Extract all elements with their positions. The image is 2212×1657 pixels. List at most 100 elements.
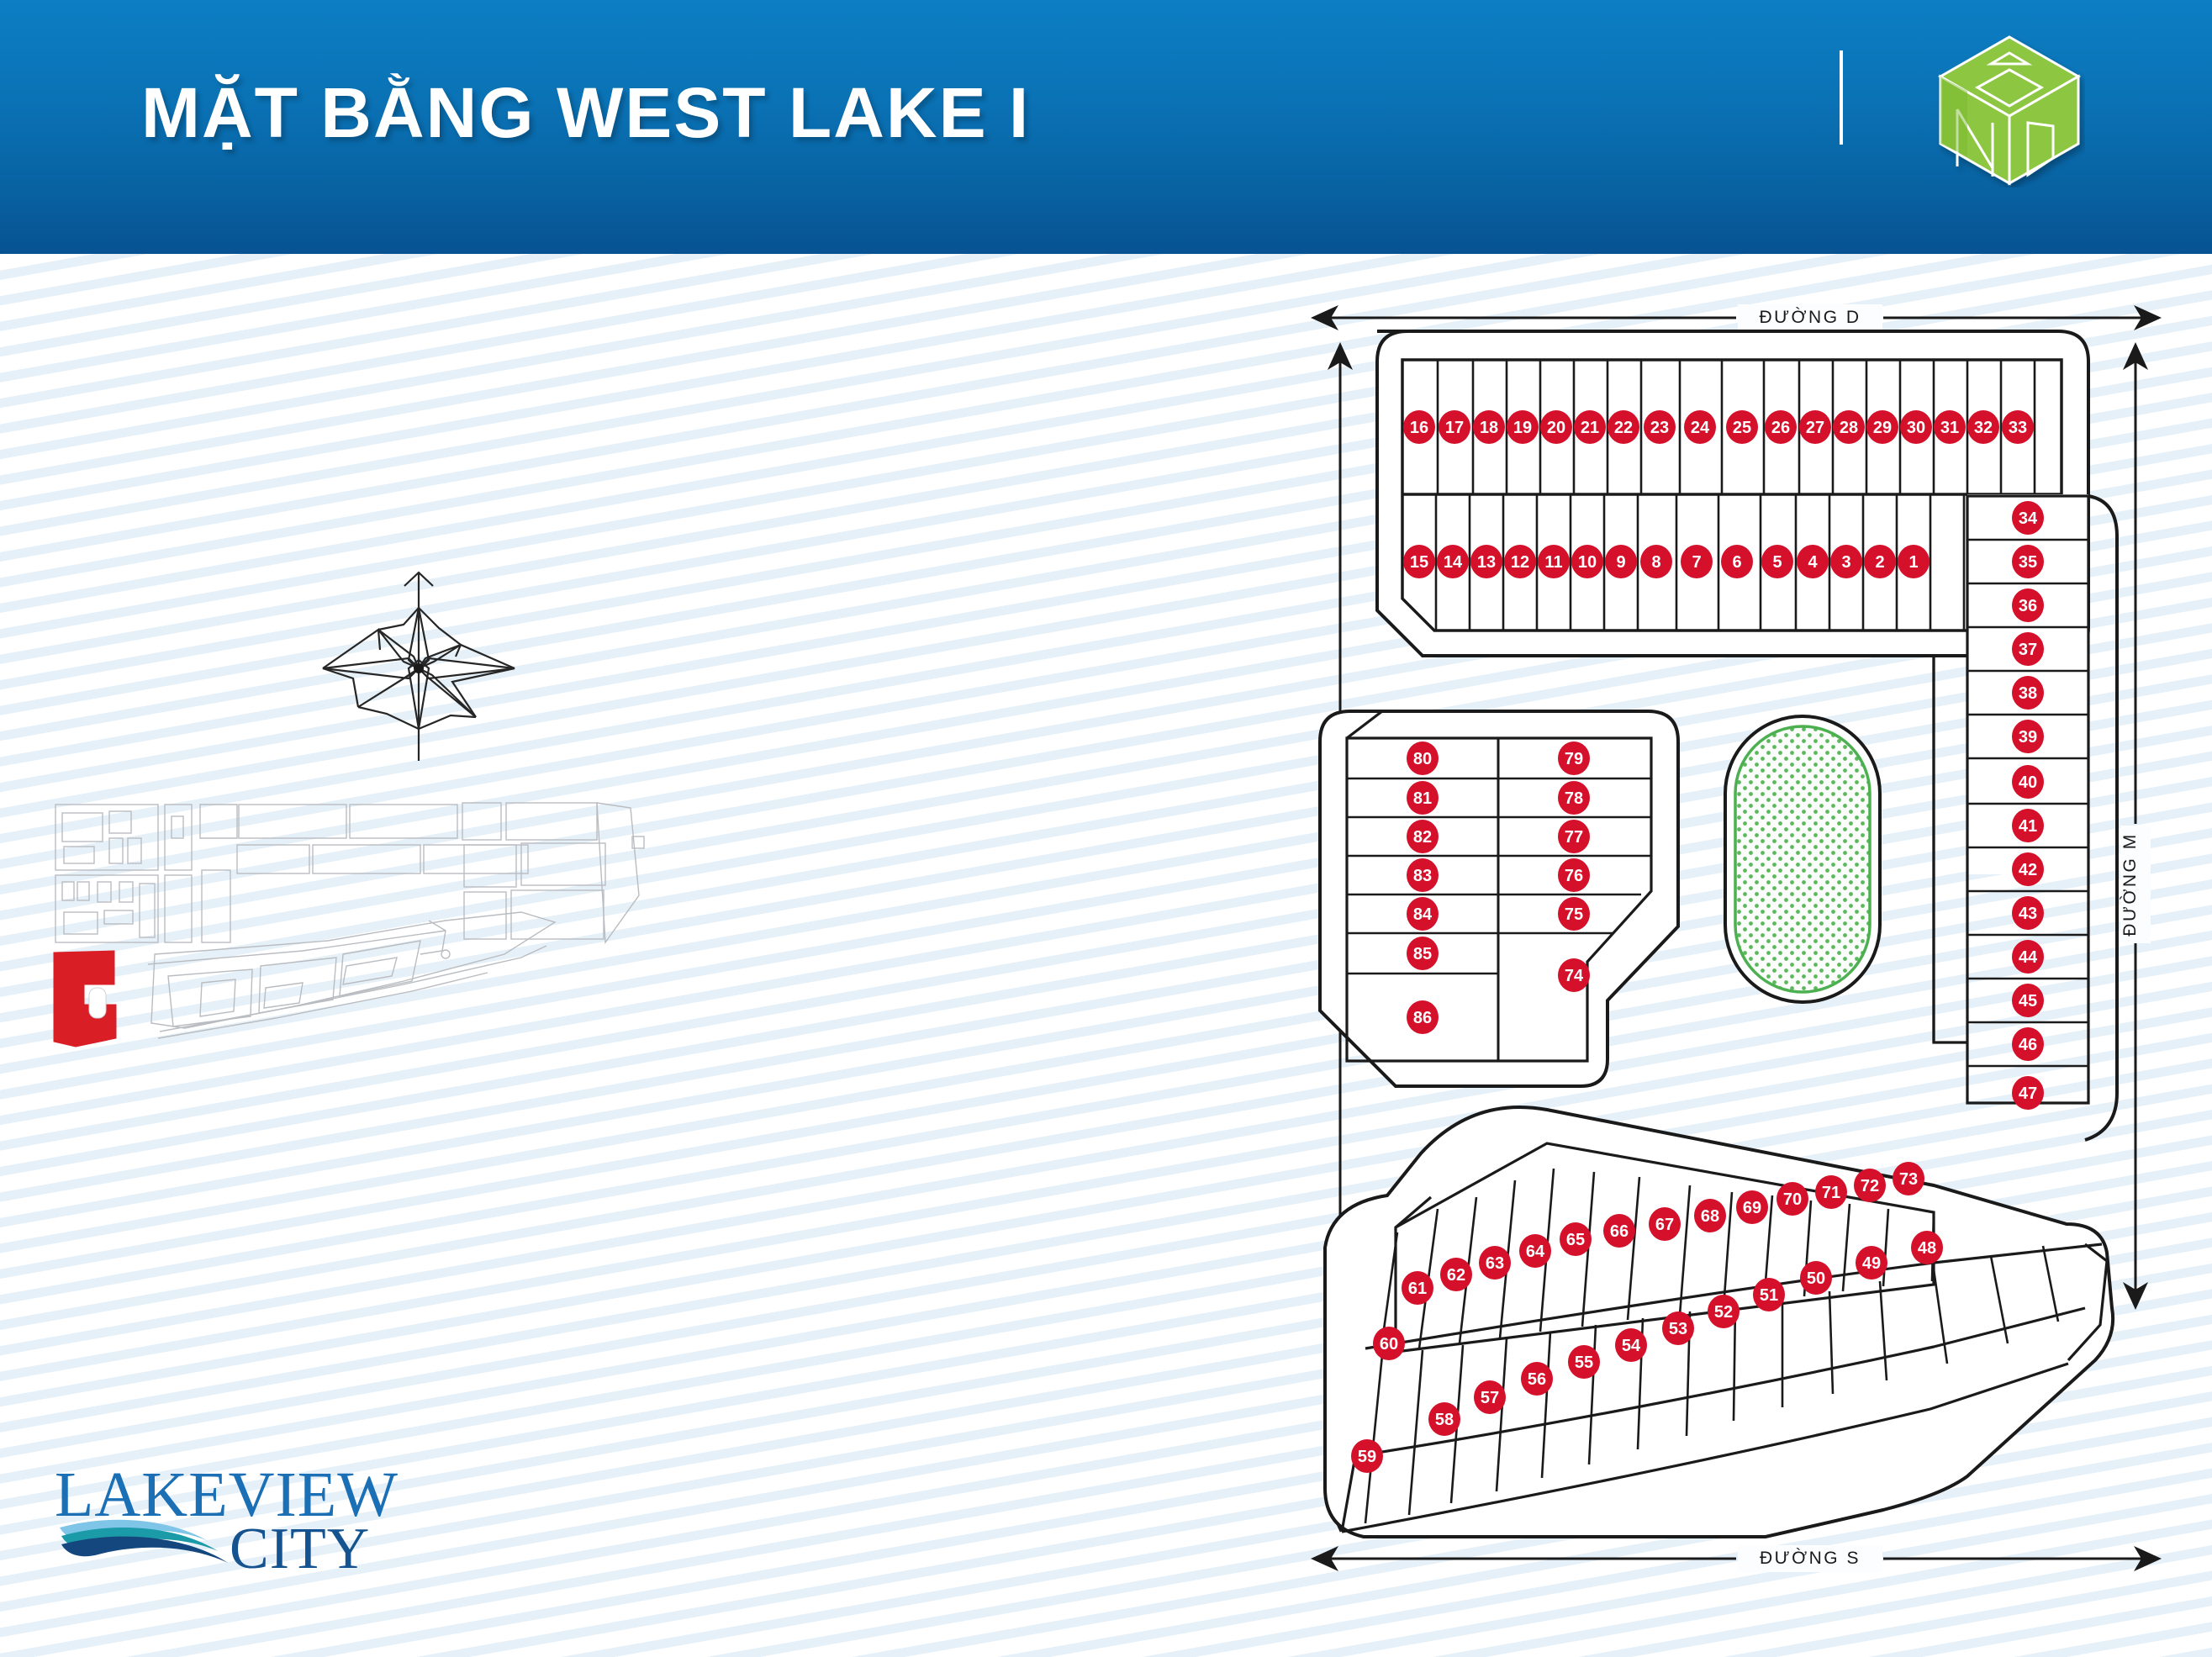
lot-marker[interactable]: 15 bbox=[1403, 545, 1435, 578]
lot-marker[interactable]: 75 bbox=[1558, 897, 1590, 931]
lot-marker[interactable]: 33 bbox=[2002, 410, 2034, 444]
lot-marker[interactable]: 31 bbox=[1934, 410, 1966, 444]
lot-marker[interactable]: 29 bbox=[1866, 410, 1898, 444]
lot-number: 54 bbox=[1622, 1337, 1641, 1355]
lot-marker[interactable]: 56 bbox=[1521, 1362, 1553, 1396]
lot-marker[interactable]: 26 bbox=[1765, 410, 1797, 444]
lot-marker[interactable]: 44 bbox=[2012, 940, 2044, 974]
lot-marker[interactable]: 22 bbox=[1608, 410, 1639, 444]
lot-marker[interactable]: 37 bbox=[2012, 632, 2044, 666]
lot-marker[interactable]: 82 bbox=[1407, 820, 1439, 853]
lot-number: 2 bbox=[1875, 553, 1884, 572]
lot-marker[interactable]: 83 bbox=[1407, 858, 1439, 892]
lot-marker[interactable]: 45 bbox=[2012, 984, 2044, 1017]
lot-marker[interactable]: 65 bbox=[1560, 1222, 1592, 1256]
lot-marker[interactable]: 17 bbox=[1439, 410, 1470, 444]
lot-marker[interactable]: 39 bbox=[2012, 720, 2044, 753]
lot-number: 50 bbox=[1807, 1269, 1825, 1288]
lot-marker[interactable]: 80 bbox=[1407, 741, 1439, 775]
lot-marker[interactable]: 9 bbox=[1605, 545, 1637, 578]
lot-marker[interactable]: 69 bbox=[1736, 1190, 1768, 1224]
lot-marker[interactable]: 19 bbox=[1507, 410, 1539, 444]
lot-number: 66 bbox=[1610, 1222, 1629, 1241]
lot-marker[interactable]: 4 bbox=[1797, 545, 1829, 578]
lot-marker[interactable]: 47 bbox=[2012, 1076, 2044, 1110]
lot-marker[interactable]: 41 bbox=[2012, 809, 2044, 842]
lot-number: 38 bbox=[2019, 684, 2037, 703]
lot-number: 72 bbox=[1861, 1177, 1879, 1195]
lot-marker[interactable]: 63 bbox=[1479, 1246, 1511, 1280]
lot-marker[interactable]: 16 bbox=[1403, 410, 1435, 444]
lot-marker[interactable]: 30 bbox=[1900, 410, 1932, 444]
lot-marker[interactable]: 48 bbox=[1911, 1231, 1943, 1264]
lot-marker[interactable]: 42 bbox=[2012, 852, 2044, 886]
lot-number: 45 bbox=[2019, 992, 2037, 1011]
lot-marker[interactable]: 5 bbox=[1761, 545, 1793, 578]
lot-marker[interactable]: 8 bbox=[1640, 545, 1672, 578]
lot-marker[interactable]: 36 bbox=[2012, 588, 2044, 622]
lot-marker[interactable]: 18 bbox=[1473, 410, 1505, 444]
lot-marker[interactable]: 72 bbox=[1854, 1169, 1886, 1202]
lot-marker[interactable]: 52 bbox=[1708, 1295, 1740, 1328]
lot-marker[interactable]: 81 bbox=[1407, 781, 1439, 815]
lot-marker[interactable]: 54 bbox=[1615, 1328, 1647, 1362]
lot-marker[interactable]: 34 bbox=[2012, 501, 2044, 535]
lot-marker[interactable]: 32 bbox=[1967, 410, 1999, 444]
lot-marker[interactable]: 28 bbox=[1833, 410, 1865, 444]
lot-marker[interactable]: 21 bbox=[1574, 410, 1606, 444]
lot-marker[interactable]: 79 bbox=[1558, 741, 1590, 775]
lot-marker[interactable]: 64 bbox=[1519, 1234, 1551, 1268]
lot-marker[interactable]: 14 bbox=[1437, 545, 1469, 578]
lot-marker[interactable]: 12 bbox=[1504, 545, 1536, 578]
lot-marker[interactable]: 50 bbox=[1800, 1261, 1832, 1295]
lot-marker[interactable]: 3 bbox=[1830, 545, 1862, 578]
lot-marker[interactable]: 46 bbox=[2012, 1027, 2044, 1061]
lot-number: 19 bbox=[1513, 419, 1532, 437]
lot-marker[interactable]: 2 bbox=[1864, 545, 1896, 578]
lot-marker[interactable]: 71 bbox=[1815, 1175, 1847, 1209]
lot-marker[interactable]: 62 bbox=[1440, 1258, 1472, 1291]
lot-marker[interactable]: 55 bbox=[1568, 1345, 1600, 1379]
lot-marker[interactable]: 11 bbox=[1538, 545, 1570, 578]
lot-marker[interactable]: 43 bbox=[2012, 896, 2044, 930]
lot-marker[interactable]: 35 bbox=[2012, 545, 2044, 578]
lot-number: 36 bbox=[2019, 597, 2037, 615]
lot-number: 1 bbox=[1908, 553, 1918, 572]
lot-marker[interactable]: 23 bbox=[1644, 410, 1676, 444]
lot-marker[interactable]: 13 bbox=[1470, 545, 1502, 578]
lot-marker[interactable]: 6 bbox=[1721, 545, 1753, 578]
lot-marker[interactable]: 76 bbox=[1558, 858, 1590, 892]
lot-marker[interactable]: 58 bbox=[1428, 1402, 1460, 1436]
lot-marker[interactable]: 1 bbox=[1898, 545, 1930, 578]
lot-marker[interactable]: 49 bbox=[1856, 1246, 1887, 1280]
lot-marker[interactable]: 73 bbox=[1893, 1162, 1924, 1195]
lot-marker[interactable]: 53 bbox=[1662, 1311, 1694, 1345]
lot-marker[interactable]: 68 bbox=[1694, 1199, 1726, 1232]
lot-marker[interactable]: 51 bbox=[1753, 1278, 1785, 1311]
lot-marker[interactable]: 40 bbox=[2012, 765, 2044, 799]
lot-number: 56 bbox=[1528, 1370, 1546, 1389]
lot-marker[interactable]: 20 bbox=[1540, 410, 1572, 444]
lot-marker[interactable]: 10 bbox=[1571, 545, 1603, 578]
lot-marker[interactable]: 84 bbox=[1407, 897, 1439, 931]
lot-marker[interactable]: 7 bbox=[1681, 545, 1713, 578]
lot-marker[interactable]: 86 bbox=[1407, 1000, 1439, 1034]
lot-marker[interactable]: 66 bbox=[1603, 1214, 1635, 1248]
lot-number: 81 bbox=[1413, 789, 1432, 808]
lot-marker[interactable]: 60 bbox=[1373, 1327, 1405, 1360]
lot-marker[interactable]: 38 bbox=[2012, 676, 2044, 710]
lot-marker[interactable]: 78 bbox=[1558, 781, 1590, 815]
lot-marker[interactable]: 59 bbox=[1351, 1439, 1383, 1473]
lot-marker[interactable]: 25 bbox=[1726, 410, 1758, 444]
lot-marker[interactable]: 74 bbox=[1558, 958, 1590, 992]
lot-marker[interactable]: 24 bbox=[1684, 410, 1716, 444]
lot-marker[interactable]: 70 bbox=[1776, 1182, 1808, 1216]
lot-number: 31 bbox=[1940, 419, 1959, 437]
lot-marker[interactable]: 27 bbox=[1799, 410, 1831, 444]
lot-marker[interactable]: 61 bbox=[1402, 1271, 1433, 1305]
lot-number: 21 bbox=[1581, 419, 1599, 437]
lot-marker[interactable]: 77 bbox=[1558, 820, 1590, 853]
lot-marker[interactable]: 85 bbox=[1407, 937, 1439, 970]
lot-marker[interactable]: 57 bbox=[1474, 1380, 1506, 1414]
lot-marker[interactable]: 67 bbox=[1649, 1207, 1681, 1241]
